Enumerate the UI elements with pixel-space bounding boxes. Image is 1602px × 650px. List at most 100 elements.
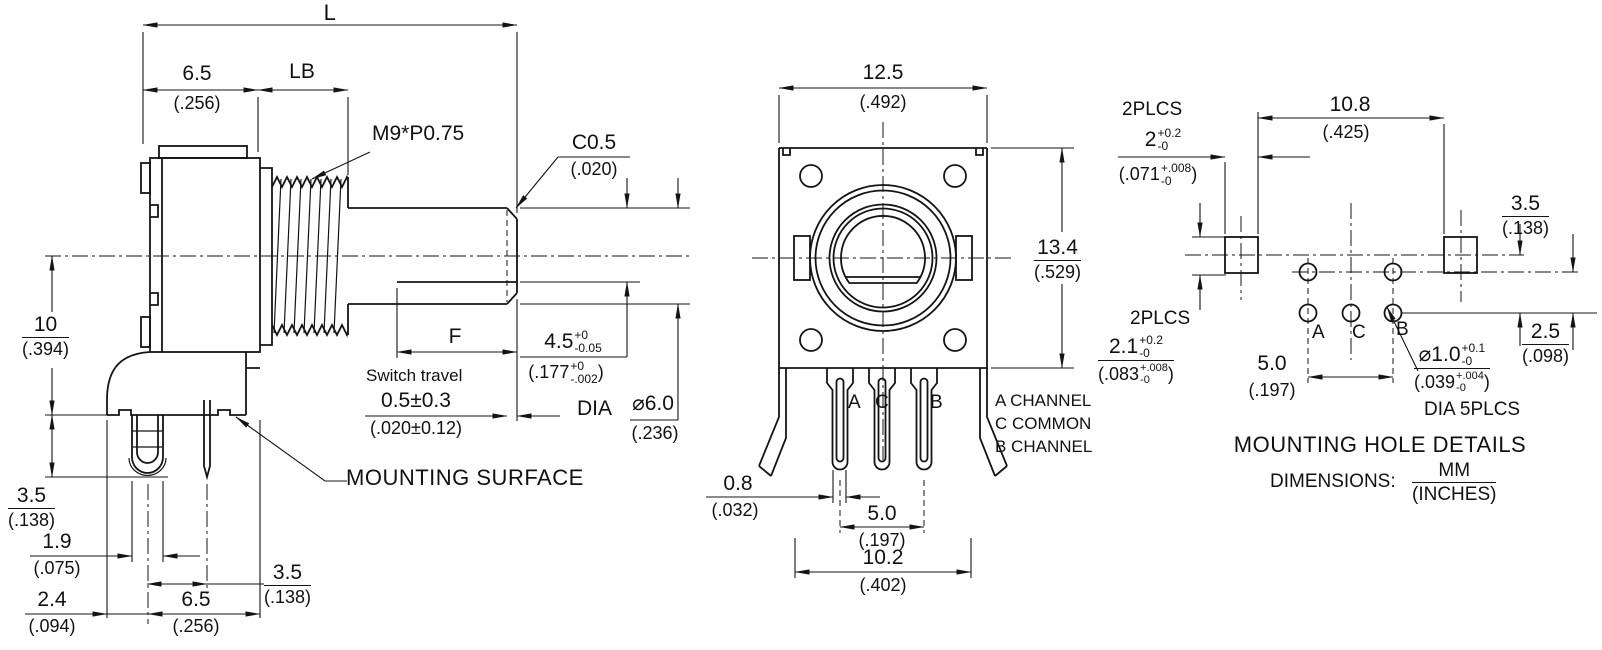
dim-pin-span-mm: 5.0 [867, 502, 897, 525]
tol-minus: -0 [1160, 173, 1172, 188]
in: (.138) [1502, 218, 1550, 239]
mounting-surface-label: MOUNTING SURFACE [346, 465, 584, 490]
mounting-slot-left [1224, 236, 1259, 274]
terminal-b [910, 368, 938, 471]
dim-hole-dia: ⌀1.0+0.1-0 (.039+.004-0) [1414, 342, 1490, 394]
in: (.394) [22, 339, 70, 360]
tol-plus: +0.2 [1157, 126, 1182, 140]
dim-row-spacing: 2.5 (.098) [1522, 320, 1570, 367]
mounting-slot-right [1443, 236, 1478, 274]
tol-minus: -0 [1140, 373, 1150, 386]
housing-body [149, 157, 261, 353]
legend-a-channel: A CHANNEL [995, 391, 1092, 410]
units-in: (INCHES) [1412, 483, 1497, 505]
thread-spec-label: M9*P0.75 [372, 122, 465, 145]
mm: 3.5 [8, 484, 56, 510]
terminal-label-a: A [848, 392, 861, 413]
tol-minus: -0 [1456, 381, 1466, 394]
tol-plus: +.008 [1140, 362, 1168, 375]
in: (.138) [8, 510, 56, 531]
tol-minus: -0 [1139, 345, 1150, 360]
mounting-centerlines [1185, 203, 1580, 360]
dim-flat-height-in: (.177+0-.002) [528, 360, 603, 385]
shaft [348, 207, 518, 305]
side-view-dimensions [25, 22, 690, 624]
dim-center-height: 10 (.394) [22, 313, 70, 360]
dim-body-depth-mm: 6.5 [182, 62, 212, 85]
in-close: ) [1167, 364, 1174, 385]
tolerance: +0-.002 [570, 360, 597, 385]
tol-minus: -.002 [570, 371, 598, 386]
corner-hole [799, 164, 823, 188]
thread-leader [311, 151, 371, 180]
dim-slot-width-in: (.071+.008-0) [1119, 162, 1197, 187]
dim-hole-span-mm: 5.0 [1257, 352, 1287, 375]
dim-chamfer-in: (.020) [570, 159, 618, 179]
in-close: ) [1483, 372, 1490, 393]
dim-shaft-dia-mm: ⌀6.0 [632, 392, 674, 415]
hook-tab [131, 415, 164, 474]
mounting-view-title: MOUNTING HOLE DETAILS [1233, 432, 1527, 457]
dim-hook-to-face-in: (.256) [172, 616, 220, 636]
mm: 2.1+0.2-0 [1098, 334, 1174, 362]
in: (.138) [264, 587, 312, 608]
switch-pin [203, 400, 211, 481]
in-open: (.083 [1098, 364, 1140, 385]
dim-overall-length: L [323, 0, 337, 25]
dim-bracket-span-in: (.402) [859, 575, 907, 595]
terminal-label-c: C [875, 392, 889, 413]
hole-label-c: C [1352, 322, 1366, 343]
legend-b-channel: B CHANNEL [995, 437, 1093, 456]
mm: ⌀1.0+0.1-0 [1414, 342, 1490, 370]
in-open: (.071 [1118, 164, 1160, 185]
corner-hole [799, 328, 823, 352]
tolerance: +0.2-0 [1139, 334, 1163, 359]
mounting-surface-leader [235, 416, 347, 482]
dim-slot-to-pins: 3.5 (.138) [1502, 192, 1550, 239]
corner-hole [943, 328, 967, 352]
value: 2 [1144, 127, 1157, 151]
side-view-geometry [45, 145, 692, 481]
dim-slot-width-mm: 2+0.2-0 [1145, 127, 1181, 152]
hole-label-b: B [1396, 319, 1409, 340]
dim-width-in: (.492) [859, 92, 907, 112]
mm: 3.5 [264, 561, 312, 587]
in: (.098) [1522, 346, 1570, 367]
thread-crest-top [271, 174, 349, 190]
tol-plus: +0.2 [1139, 333, 1163, 347]
tol-minus: -0 [1157, 138, 1169, 153]
bezel-tab-right [955, 235, 973, 281]
dim-switch-travel-in: (.020±0.12) [370, 418, 462, 438]
front-view-geometry [752, 122, 1014, 477]
pin-hole-c [1341, 303, 1361, 323]
units-note: MM (INCHES) [1412, 461, 1497, 505]
terminal-label-b: B [930, 392, 943, 413]
switch-travel-label: Switch travel [366, 366, 463, 385]
housing-clip-bottom [140, 316, 151, 348]
dim-foot-depth: 3.5 (.138) [8, 484, 56, 531]
dim-hook-to-pin: 3.5 (.138) [264, 561, 312, 608]
value: 4.5 [544, 329, 574, 353]
tolerance: +.008-0 [1161, 162, 1191, 187]
dim-pin-span-in: (.197) [858, 530, 906, 550]
tolerance: +0.1-0 [1462, 342, 1486, 367]
dim-switch-travel-mm: 0.5±0.3 [381, 389, 451, 412]
in-open: (.177 [528, 362, 570, 383]
thread-hatch [273, 178, 342, 334]
tol-plus: +.008 [1160, 161, 1192, 175]
tol-minus: -0.05 [574, 340, 602, 355]
dim-flat-length: F [448, 325, 462, 348]
tolerance: +.004-0 [1456, 371, 1484, 394]
dim-pin-width-mm: 0.8 [723, 472, 753, 495]
units-mm: MM [1412, 461, 1497, 483]
dim-slot-height: 2.1+0.2-0 (.083+.008-0) [1098, 334, 1174, 386]
dim-slot-span-mm: 10.8 [1329, 93, 1371, 116]
tolerance: +0-0.05 [574, 329, 601, 354]
in-open: (.039 [1414, 372, 1456, 393]
dim-bushing-length: LB [289, 60, 315, 83]
d-shaft-hole [840, 215, 926, 284]
front-centerlines [752, 122, 1014, 460]
dim-edge-to-hook-in: (.094) [28, 616, 76, 636]
